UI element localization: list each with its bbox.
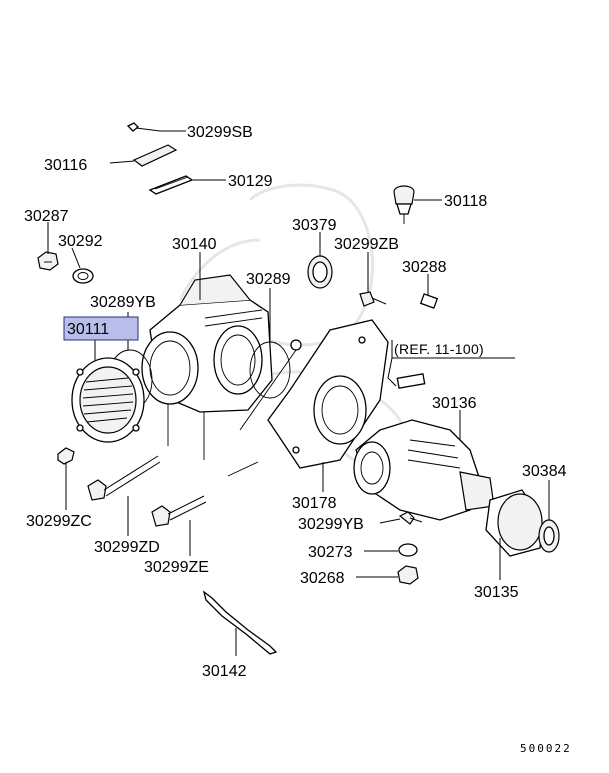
part-30178-gasket[interactable] [267, 319, 389, 469]
part-30287-plug[interactable] [37, 251, 59, 271]
label-30129[interactable]: 30129 [228, 173, 273, 190]
part-30299sb-screw[interactable] [126, 122, 161, 132]
label-30299zc[interactable]: 30299ZC [26, 513, 92, 530]
part-30268-plug[interactable] [397, 565, 419, 585]
part-30129-gasket[interactable] [148, 175, 194, 195]
part-30142-strap[interactable] [202, 590, 278, 655]
label-30299ze[interactable]: 30299ZE [144, 559, 209, 576]
label-30178[interactable]: 30178 [292, 495, 337, 512]
part-30140-housing[interactable] [141, 274, 273, 413]
part-30116-plate[interactable] [132, 144, 178, 167]
part-30118-breather[interactable] [393, 185, 415, 224]
part-30288-pin[interactable] [419, 293, 439, 309]
label-30136[interactable]: 30136 [432, 395, 477, 412]
part-30384-seal[interactable] [538, 519, 560, 553]
part-30299zc-bolt[interactable] [57, 447, 75, 510]
label-30299zd[interactable]: 30299ZD [94, 539, 160, 556]
label-30384[interactable]: 30384 [522, 463, 567, 480]
label-30292[interactable]: 30292 [58, 233, 103, 250]
label-30268[interactable]: 30268 [300, 570, 345, 587]
label-30289yb[interactable]: 30289YB [90, 294, 156, 311]
label-30273[interactable]: 30273 [308, 544, 353, 561]
part-30273-washer[interactable] [398, 543, 418, 557]
label-30299sb[interactable]: 30299SB [187, 124, 253, 141]
label-30111[interactable]: 30111 [67, 321, 109, 338]
label-30116[interactable]: 30116 [44, 157, 87, 174]
part-30111-cover[interactable] [71, 357, 145, 443]
label-30287[interactable]: 30287 [24, 208, 69, 225]
label-30118[interactable]: 30118 [444, 193, 487, 210]
label-30299zb[interactable]: 30299ZB [334, 236, 399, 253]
part-30136-extension-housing[interactable] [353, 419, 495, 521]
part-30299ze-bolt[interactable] [151, 495, 207, 527]
part-30135-sleeve[interactable] [485, 489, 543, 557]
highlight-30111 [63, 316, 139, 341]
part-30299zb-bolt[interactable] [359, 291, 387, 307]
drawing-code: 500022 [520, 742, 572, 755]
label-30135[interactable]: 30135 [474, 584, 519, 601]
label-30379[interactable]: 30379 [292, 217, 337, 234]
label-30288[interactable]: 30288 [402, 259, 447, 276]
part-30299yb-bolt[interactable] [398, 511, 423, 525]
label-30142[interactable]: 30142 [202, 663, 247, 680]
part-30299zd-bolt[interactable] [87, 455, 161, 501]
label-30140[interactable]: 30140 [172, 236, 217, 253]
label-30289[interactable]: 30289 [246, 271, 291, 288]
ref-11-100-pointer [396, 373, 426, 389]
label-ref-11-100[interactable]: (REF. 11-100) [394, 341, 484, 357]
part-30379-seal[interactable] [307, 255, 333, 289]
part-30292-washer[interactable] [72, 268, 94, 284]
label-30299yb[interactable]: 30299YB [298, 516, 364, 533]
